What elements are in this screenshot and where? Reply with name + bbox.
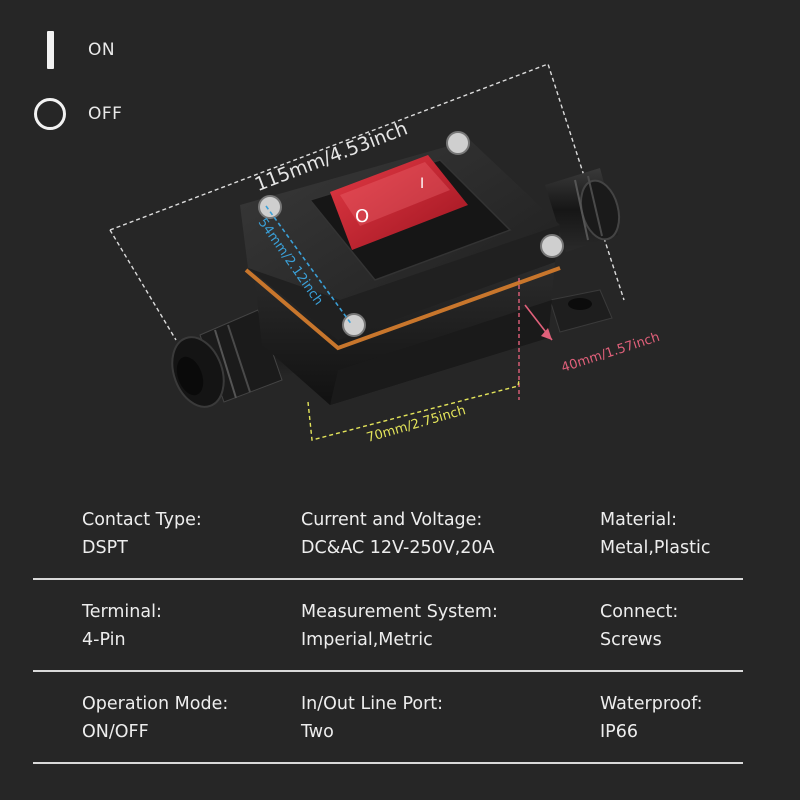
legend-on: ON — [32, 30, 115, 70]
spec-cell-contact-type: Contact Type: DSPT — [82, 506, 202, 562]
spec-cell-waterproof: Waterproof: IP66 — [600, 690, 703, 746]
spec-label: Current and Voltage: — [301, 510, 483, 530]
spec-label: Connect: — [600, 602, 679, 622]
screw-icon — [540, 234, 564, 258]
spec-value: Metal,Plastic — [600, 538, 711, 558]
spec-cell-connect: Connect: Screws — [600, 598, 678, 654]
spec-value: IP66 — [600, 722, 638, 742]
depth-label: 40mm/1.57inch — [560, 330, 662, 376]
spec-cell-operation-mode: Operation Mode: ON/OFF — [82, 690, 228, 746]
screw-icon — [446, 131, 470, 155]
spec-value: DSPT — [82, 538, 128, 558]
spec-cell-line-port: In/Out Line Port: Two — [301, 690, 443, 746]
legend-on-label: ON — [88, 40, 116, 60]
switch-body: O I — [240, 131, 564, 405]
spec-label: Measurement System: — [301, 602, 498, 622]
screw-icon — [342, 313, 366, 337]
spec-cell-measurement-system: Measurement System: Imperial,Metric — [301, 598, 498, 654]
legend-off: OFF — [32, 94, 122, 134]
spec-label: Terminal: — [82, 602, 162, 622]
off-symbol-icon — [32, 94, 68, 134]
spec-label: In/Out Line Port: — [301, 694, 444, 714]
spec-label: Contact Type: — [82, 510, 202, 530]
spec-cell-current-voltage: Current and Voltage: DC&AC 12V-250V,20A — [301, 506, 495, 562]
spec-cell-terminal: Terminal: 4-Pin — [82, 598, 162, 654]
legend-off-label: OFF — [88, 104, 123, 124]
divider — [33, 578, 743, 580]
screw-icon — [258, 195, 282, 219]
spec-value: Two — [301, 722, 334, 742]
on-symbol-icon — [32, 30, 68, 70]
right-cable-gland — [545, 168, 621, 252]
spec-table: Contact Type: DSPT Current and Voltage: … — [33, 498, 743, 774]
spec-value: ON/OFF — [82, 722, 149, 742]
spec-row: Terminal: 4-Pin Measurement System: Impe… — [33, 590, 743, 682]
divider — [33, 670, 743, 672]
mounting-ear — [549, 289, 613, 333]
spec-row: Operation Mode: ON/OFF In/Out Line Port:… — [33, 682, 743, 774]
rocker-on-symbol: I — [420, 176, 424, 192]
width-label: 70mm/2.75inch — [365, 403, 468, 446]
spec-label: Material: — [600, 510, 677, 530]
spec-row: Contact Type: DSPT Current and Voltage: … — [33, 498, 743, 590]
divider — [33, 762, 743, 764]
red-rocker — [330, 155, 468, 250]
spec-label: Waterproof: — [600, 694, 703, 714]
spec-value: Screws — [600, 630, 662, 650]
spec-value: 4-Pin — [82, 630, 126, 650]
product-illustration: 115mm/4.53inch O I — [109, 63, 662, 446]
spec-value: DC&AC 12V-250V,20A — [301, 538, 495, 558]
rocker-off-symbol: O — [355, 206, 369, 227]
spec-cell-material: Material: Metal,Plastic — [600, 506, 710, 562]
spec-label: Operation Mode: — [82, 694, 229, 714]
spec-value: Imperial,Metric — [301, 630, 433, 650]
